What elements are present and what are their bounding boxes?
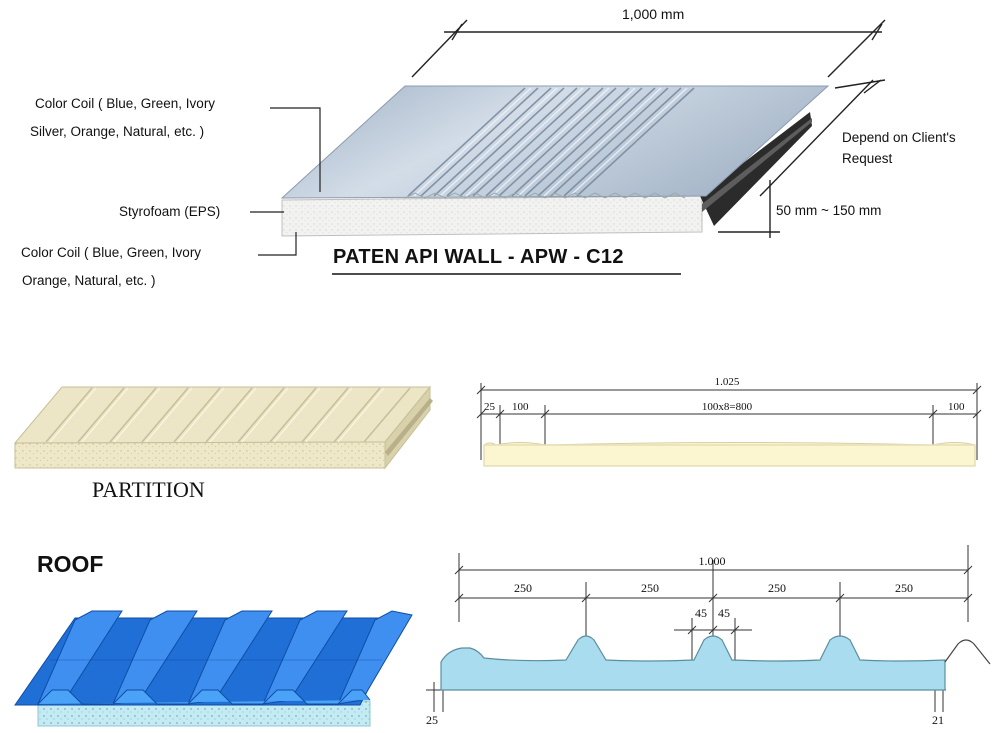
leader-coil-bottom xyxy=(258,232,297,256)
top-skin xyxy=(280,85,830,199)
coil-top-label-2: Silver, Orange, Natural, etc. ) xyxy=(30,124,205,139)
panel-title: PATEN API WALL - APW - C12 xyxy=(333,246,624,268)
width-dimension-line xyxy=(411,19,886,78)
length-dimension-line xyxy=(718,79,886,238)
length-label-2: Request xyxy=(842,151,893,166)
thickness-label: 50 mm ~ 150 mm xyxy=(776,203,882,218)
roof-heading: ROOF xyxy=(37,551,104,577)
eps-label: Styrofoam (EPS) xyxy=(119,204,221,219)
skin-ribs xyxy=(407,87,695,197)
partition-caption: PARTITION xyxy=(92,477,205,502)
coil-bottom-label-2: Orange, Natural, etc. ) xyxy=(22,273,156,288)
width-dimension-label: 1,000 mm xyxy=(622,6,685,22)
eps-core xyxy=(281,195,703,237)
coil-bottom-label-1: Color Coil ( Blue, Green, Ivory xyxy=(21,245,202,260)
coil-top-label-1: Color Coil ( Blue, Green, Ivory xyxy=(35,96,216,111)
length-label-1: Depend on Client's xyxy=(842,130,956,145)
leader-coil-top xyxy=(270,107,321,192)
